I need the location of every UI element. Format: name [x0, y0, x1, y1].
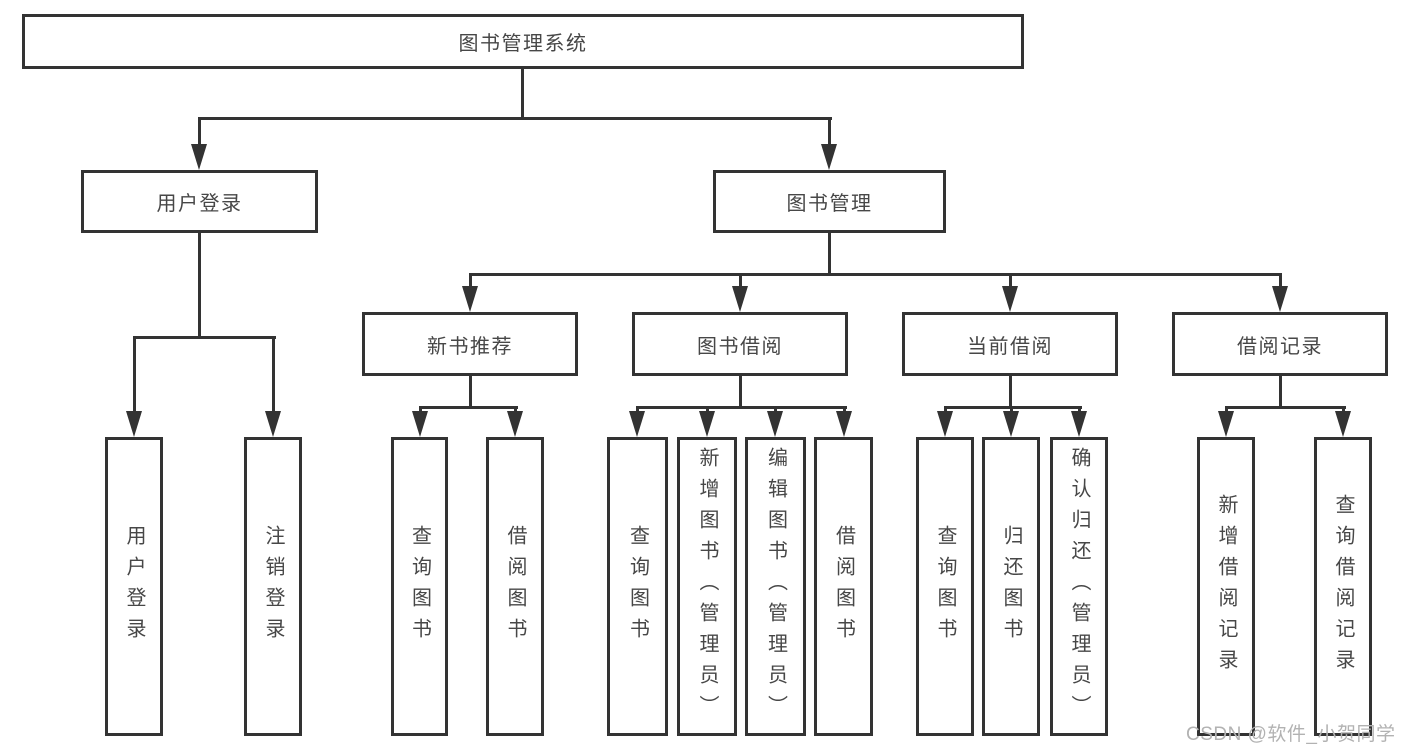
leaf-recommend-query-books: 查询图书 [391, 437, 448, 736]
connector-line [470, 273, 1282, 276]
arrow-down-icon [412, 411, 428, 437]
node-book-borrow: 图书借阅 [632, 312, 848, 376]
arrow-down-icon [265, 411, 281, 437]
connector-line [1009, 273, 1012, 289]
connector-line [944, 406, 947, 415]
connector-line [198, 233, 201, 336]
connector-line [1226, 406, 1346, 409]
connector-line [134, 336, 276, 339]
node-borrow-records: 借阅记录 [1172, 312, 1388, 376]
connector-line [199, 117, 832, 120]
node-root: 图书管理系统 [22, 14, 1024, 69]
arrow-down-icon [1002, 286, 1018, 312]
node-book-manage: 图书管理 [713, 170, 946, 233]
connector-line [1342, 406, 1345, 415]
arrow-down-icon [126, 411, 142, 437]
connector-line [198, 117, 201, 147]
leaf-recommend-borrow-books: 借阅图书 [486, 437, 544, 736]
arrow-down-icon [937, 411, 953, 437]
leaf-borrow-books: 借阅图书 [814, 437, 873, 736]
leaf-confirm-return-admin-label: 确认归还（管理员） [1068, 447, 1090, 726]
connector-line [133, 336, 136, 413]
connector-line [828, 233, 831, 273]
arrow-down-icon [836, 411, 852, 437]
arrow-down-icon [1071, 411, 1087, 437]
connector-line [469, 376, 472, 406]
leaf-confirm-return-admin: 确认归还（管理员） [1050, 437, 1108, 736]
leaf-borrow-query-books: 查询图书 [607, 437, 668, 736]
connector-line [521, 69, 524, 117]
leaf-return-books-label: 归还图书 [1000, 524, 1022, 649]
leaf-current-query-books: 查询图书 [916, 437, 974, 736]
leaf-borrow-query-books-label: 查询图书 [626, 524, 649, 649]
leaf-logout-label: 注销登录 [262, 524, 284, 649]
leaf-user-login: 用户登录 [105, 437, 163, 736]
connector-line [636, 406, 639, 415]
connector-line [1009, 376, 1012, 406]
leaf-user-login-label: 用户登录 [123, 524, 145, 649]
arrow-down-icon [1218, 411, 1234, 437]
connector-line [1279, 376, 1282, 406]
leaf-recommend-query-books-label: 查询图书 [408, 524, 431, 649]
connector-line [774, 406, 777, 415]
arrow-down-icon [821, 144, 837, 170]
arrow-down-icon [191, 144, 207, 170]
connector-line [1225, 406, 1228, 415]
connector-line [1078, 406, 1081, 415]
connector-line [828, 117, 831, 147]
arrow-down-icon [1335, 411, 1351, 437]
arrow-down-icon [1003, 411, 1019, 437]
connector-line [469, 273, 472, 289]
node-new-book-recommend: 新书推荐 [362, 312, 578, 376]
leaf-borrow-books-label: 借阅图书 [832, 524, 855, 649]
connector-line [739, 273, 742, 289]
leaf-add-books-admin-label: 新增图书（管理员） [696, 447, 718, 726]
leaf-add-books-admin: 新增图书（管理员） [677, 437, 737, 736]
arrow-down-icon [507, 411, 523, 437]
arrow-down-icon [462, 286, 478, 312]
connector-line [739, 376, 742, 406]
leaf-logout: 注销登录 [244, 437, 302, 736]
leaf-query-borrow-record: 查询借阅记录 [1314, 437, 1372, 736]
node-user-login: 用户登录 [81, 170, 318, 233]
leaf-add-borrow-record: 新增借阅记录 [1197, 437, 1255, 736]
csdn-watermark: CSDN @软件_小贺同学 [1186, 724, 1396, 745]
arrow-down-icon [629, 411, 645, 437]
connector-line [637, 406, 847, 409]
arrow-down-icon [767, 411, 783, 437]
connector-line [706, 406, 709, 415]
connector-line [843, 406, 846, 415]
leaf-current-query-books-label: 查询图书 [934, 524, 956, 649]
leaf-query-borrow-record-label: 查询借阅记录 [1332, 493, 1354, 680]
arrow-down-icon [699, 411, 715, 437]
arrow-down-icon [732, 286, 748, 312]
leaf-add-borrow-record-label: 新增借阅记录 [1215, 493, 1237, 680]
connector-line [1279, 273, 1282, 289]
connector-line [272, 336, 275, 413]
leaf-edit-books-admin: 编辑图书（管理员） [745, 437, 806, 736]
connector-line [420, 406, 518, 409]
leaf-edit-books-admin-label: 编辑图书（管理员） [764, 447, 787, 726]
connector-line [945, 406, 1082, 409]
leaf-return-books: 归还图书 [982, 437, 1040, 736]
connector-line [419, 406, 422, 415]
leaf-recommend-borrow-books-label: 借阅图书 [504, 524, 526, 649]
connector-line [1010, 406, 1013, 415]
connector-line [514, 406, 517, 415]
node-current-borrow: 当前借阅 [902, 312, 1118, 376]
arrow-down-icon [1272, 286, 1288, 312]
